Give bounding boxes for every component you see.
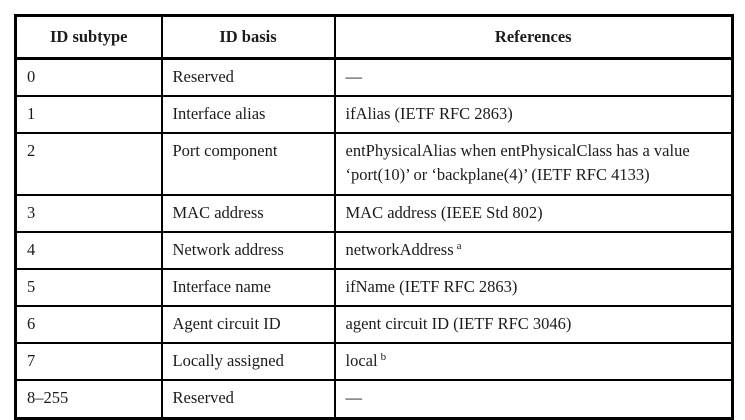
reference-text: agent circuit ID (IETF RFC 3046) xyxy=(345,314,572,333)
reference-text: — xyxy=(345,67,363,86)
reference-text: ifAlias (IETF RFC 2863) xyxy=(345,104,513,123)
cell-id-basis: Reserved xyxy=(160,57,336,97)
cell-id-subtype: 5 xyxy=(14,268,163,307)
table-row: 3 MAC address MAC address (IEEE Std 802) xyxy=(14,194,734,233)
table-row: 1 Interface alias ifAlias (IETF RFC 2863… xyxy=(14,95,734,134)
cell-references: ifName (IETF RFC 2863) xyxy=(333,268,734,307)
cell-id-subtype: 1 xyxy=(14,95,163,134)
cell-id-subtype: 3 xyxy=(14,194,163,233)
footnote-marker: b xyxy=(380,350,387,363)
id-subtype-table: ID subtype ID basis References 0 Reserve… xyxy=(14,14,734,420)
col-header-id-subtype: ID subtype xyxy=(14,14,163,60)
cell-id-subtype: 6 xyxy=(14,305,163,344)
cell-references: — xyxy=(333,379,734,420)
reference-text: — xyxy=(345,388,363,407)
cell-references: MAC address (IEEE Std 802) xyxy=(333,194,734,233)
col-header-references: References xyxy=(333,14,734,60)
cell-id-basis: MAC address xyxy=(160,194,336,233)
footnote-marker: a xyxy=(456,239,462,252)
document-page: ID subtype ID basis References 0 Reserve… xyxy=(14,14,734,420)
header-row: ID subtype ID basis References xyxy=(14,14,734,60)
cell-id-basis: Network address xyxy=(160,231,336,270)
reference-text: ifName (IETF RFC 2863) xyxy=(345,277,518,296)
table-row: 6 Agent circuit ID agent circuit ID (IET… xyxy=(14,305,734,344)
table-row: 8–255 Reserved — xyxy=(14,379,734,420)
cell-id-subtype: 0 xyxy=(14,57,163,97)
cell-id-basis: Agent circuit ID xyxy=(160,305,336,344)
reference-text: MAC address (IEEE Std 802) xyxy=(345,203,543,222)
cell-references: agent circuit ID (IETF RFC 3046) xyxy=(333,305,734,344)
cell-id-basis: Reserved xyxy=(160,379,336,420)
cell-id-basis: Interface alias xyxy=(160,95,336,134)
table-row: 0 Reserved — xyxy=(14,57,734,97)
cell-id-subtype: 2 xyxy=(14,132,163,196)
cell-id-basis: Interface name xyxy=(160,268,336,307)
reference-text: networkAddress xyxy=(345,240,454,259)
cell-id-subtype: 7 xyxy=(14,342,163,381)
table-row: 5 Interface name ifName (IETF RFC 2863) xyxy=(14,268,734,307)
cell-id-subtype: 4 xyxy=(14,231,163,270)
cell-id-basis: Port component xyxy=(160,132,336,196)
reference-text: local xyxy=(345,351,378,370)
cell-id-basis: Locally assigned xyxy=(160,342,336,381)
cell-references: ifAlias (IETF RFC 2863) xyxy=(333,95,734,134)
reference-text: entPhysicalAlias when entPhysicalClass h… xyxy=(345,141,690,184)
col-header-id-basis: ID basis xyxy=(160,14,336,60)
cell-references: — xyxy=(333,57,734,97)
cell-id-subtype: 8–255 xyxy=(14,379,163,420)
cell-references: entPhysicalAlias when entPhysicalClass h… xyxy=(333,132,734,196)
table-row: 2 Port component entPhysicalAlias when e… xyxy=(14,132,734,196)
